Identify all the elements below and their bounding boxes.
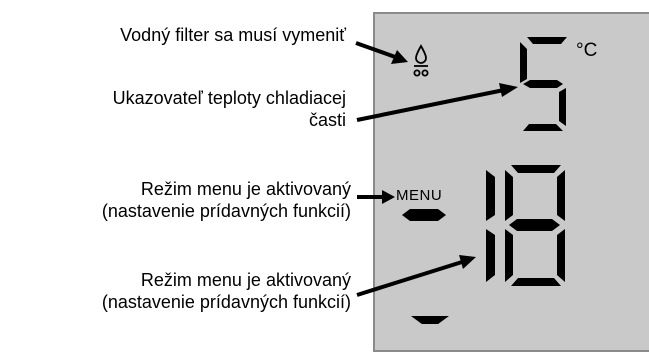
temp-digit-5 bbox=[520, 37, 567, 131]
label-menu-mode-1-line1: Režim menu je aktivovaný bbox=[140, 179, 351, 199]
label-menu-mode-1: Režim menu je aktivovaný (nastavenie prí… bbox=[102, 178, 351, 222]
arrow-water-filter bbox=[355, 41, 408, 64]
menu-label: MENU bbox=[396, 187, 443, 204]
unit-celsius: °C bbox=[576, 40, 598, 61]
arrow-menu-mode-1 bbox=[357, 190, 395, 204]
label-menu-mode-1-line2: (nastavenie prídavných funkcií) bbox=[101, 201, 351, 221]
label-temp-indicator-line2: časti bbox=[308, 110, 346, 130]
menu-bar-icon bbox=[402, 209, 446, 221]
label-temp-indicator: Ukazovateľ teploty chladiacej časti bbox=[113, 87, 346, 131]
water-drops-icon bbox=[413, 44, 429, 77]
triangle-down-icon bbox=[411, 316, 449, 324]
arrow-temp-indicator bbox=[356, 83, 518, 122]
arrow-menu-mode-2 bbox=[356, 255, 476, 297]
label-menu-mode-2-line1: Režim menu je aktivovaný bbox=[140, 270, 351, 290]
label-menu-mode-2: Režim menu je aktivovaný (nastavenie prí… bbox=[102, 269, 351, 313]
setting-digit-8 bbox=[505, 165, 565, 286]
lcd-graphics bbox=[355, 37, 567, 324]
label-temp-indicator-line1: Ukazovateľ teploty chladiacej bbox=[112, 88, 346, 108]
label-water-filter: Vodný filter sa musí vymeniť bbox=[120, 25, 346, 45]
setting-digit-1 bbox=[486, 170, 495, 282]
label-menu-mode-2-line2: (nastavenie prídavných funkcií) bbox=[101, 292, 351, 312]
